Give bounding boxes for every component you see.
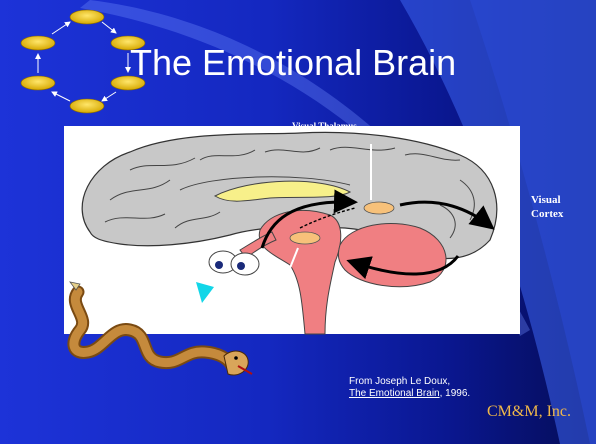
brain-illustration xyxy=(64,126,520,334)
citation-book-link[interactable]: The Emotional Brain xyxy=(349,388,440,399)
company-name: CM&M, Inc. xyxy=(487,403,571,421)
visual-cortex-label: Visual Cortex xyxy=(531,193,591,221)
citation-suffix: , 1996. xyxy=(440,388,471,399)
visual-thalamus-label: Visual Thalamus xyxy=(292,121,357,127)
citation-prefix: From Joseph Le Doux, xyxy=(349,376,470,388)
slide-title: The Emotional Brain xyxy=(130,42,490,84)
cycle-diagram-icon xyxy=(21,10,145,113)
citation-book-line: The Emotional Brain, 1996. xyxy=(349,388,470,400)
citation: From Joseph Le Doux, The Emotional Brain… xyxy=(349,376,470,400)
eyes-icon xyxy=(209,251,259,275)
